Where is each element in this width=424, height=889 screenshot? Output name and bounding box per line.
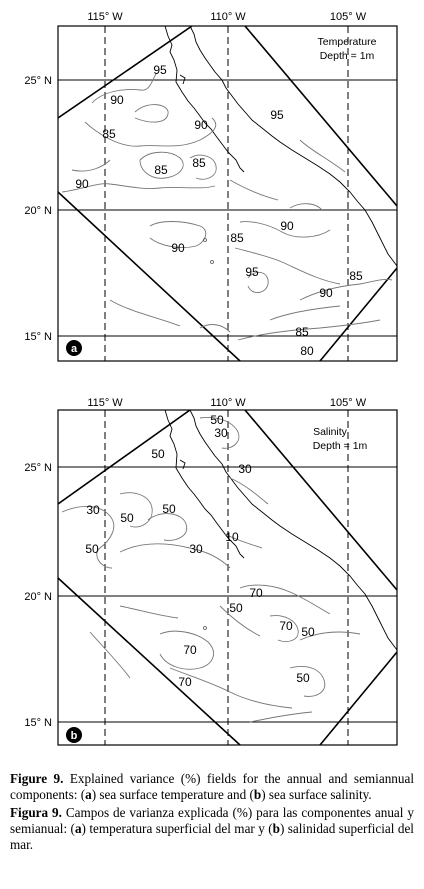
contour-label: 85 bbox=[192, 156, 206, 170]
coastline bbox=[164, 26, 397, 267]
contour-label: 95 bbox=[270, 108, 284, 122]
lat-label-15: 15° N bbox=[24, 717, 52, 729]
lat-label-20: 20° N bbox=[24, 591, 52, 603]
contour-label: 90 bbox=[319, 286, 333, 300]
coastline bbox=[164, 410, 397, 651]
temperature-map: 115° W 110° W 105° W 25° N 20° N 15° N bbox=[24, 11, 398, 362]
lon-label-110: 110° W bbox=[210, 11, 246, 23]
lon-label-110: 110° W bbox=[210, 397, 246, 409]
lat-label-25: 25° N bbox=[24, 462, 52, 474]
lat-label-15: 15° N bbox=[24, 331, 52, 343]
lon-label-105: 105° W bbox=[330, 397, 367, 409]
lat-label-25: 25° N bbox=[24, 75, 52, 87]
caption-label: Figure 9. bbox=[10, 771, 64, 786]
caption-english: Figure 9. Explained variance (%) fields … bbox=[10, 771, 414, 802]
contour-labels: 95 90 90 95 85 85 85 90 90 85 90 95 85 9… bbox=[75, 63, 363, 358]
contour-label: 30 bbox=[189, 542, 203, 556]
contour-label: 85 bbox=[349, 269, 363, 283]
caption-label: Figura 9. bbox=[10, 805, 62, 820]
domain-boundary bbox=[58, 26, 397, 361]
panel-b-salinity: 115° W 110° W 105° W 25° N 20° N 15° N bbox=[0, 392, 424, 772]
panel-title-variable: Temperature bbox=[318, 36, 377, 48]
contour-label: 80 bbox=[300, 344, 314, 358]
panel-title-variable: Salinity bbox=[313, 426, 348, 438]
lon-label-115: 115° W bbox=[87, 11, 123, 23]
contour-label: 85 bbox=[154, 163, 168, 177]
contour-label: 50 bbox=[296, 671, 310, 685]
contour-label: 50 bbox=[151, 447, 165, 461]
contour-lines bbox=[61, 73, 393, 341]
contour-label: 30 bbox=[214, 426, 228, 440]
contour-label: 50 bbox=[162, 502, 176, 516]
panel-title-depth: Depth = 1m bbox=[313, 440, 368, 452]
graticule bbox=[58, 26, 397, 361]
contour-label: 90 bbox=[194, 118, 208, 132]
panel-a-temperature: 115° W 110° W 105° W 25° N 20° N 15° N bbox=[0, 0, 424, 380]
contour-label: 50 bbox=[85, 542, 99, 556]
contour-label: 95 bbox=[245, 265, 259, 279]
panel-letter-badge bbox=[66, 340, 82, 356]
caption-spanish: Figura 9. Campos de varianza explicada (… bbox=[10, 805, 414, 852]
contour-label: 95 bbox=[153, 63, 167, 77]
contour-labels: 50 30 50 30 30 50 50 50 30 10 70 50 70 5… bbox=[85, 413, 315, 689]
contour-label: 50 bbox=[301, 625, 315, 639]
panel-letter: a bbox=[71, 343, 78, 355]
contour-label: 70 bbox=[249, 586, 263, 600]
contour-label: 50 bbox=[120, 511, 134, 525]
contour-lines bbox=[61, 417, 361, 723]
panel-letter: b bbox=[71, 730, 78, 742]
contour-label: 50 bbox=[229, 601, 243, 615]
panel-title-depth: Depth = 1m bbox=[320, 50, 375, 62]
lon-label-115: 115° W bbox=[87, 397, 123, 409]
lon-label-105: 105° W bbox=[330, 11, 367, 23]
figure-caption: Figure 9. Explained variance (%) fields … bbox=[10, 771, 414, 855]
contour-label: 90 bbox=[75, 177, 89, 191]
contour-label: 90 bbox=[171, 241, 185, 255]
panel-letter-badge bbox=[66, 727, 82, 743]
contour-label: 85 bbox=[295, 325, 309, 339]
domain-boundary bbox=[58, 410, 397, 745]
contour-label: 85 bbox=[230, 231, 244, 245]
contour-label: 30 bbox=[238, 462, 252, 476]
contour-label: 90 bbox=[110, 93, 124, 107]
contour-label: 30 bbox=[86, 503, 100, 517]
contour-label: 85 bbox=[102, 127, 116, 141]
contour-label: 70 bbox=[183, 643, 197, 657]
lat-label-20: 20° N bbox=[24, 205, 52, 217]
contour-label: 70 bbox=[178, 675, 192, 689]
contour-label: 90 bbox=[280, 219, 294, 233]
contour-label: 70 bbox=[279, 619, 293, 633]
salinity-map: 115° W 110° W 105° W 25° N 20° N 15° N bbox=[24, 397, 398, 746]
graticule bbox=[58, 410, 397, 745]
contour-label: 10 bbox=[225, 530, 239, 544]
contour-label: 50 bbox=[210, 413, 224, 427]
